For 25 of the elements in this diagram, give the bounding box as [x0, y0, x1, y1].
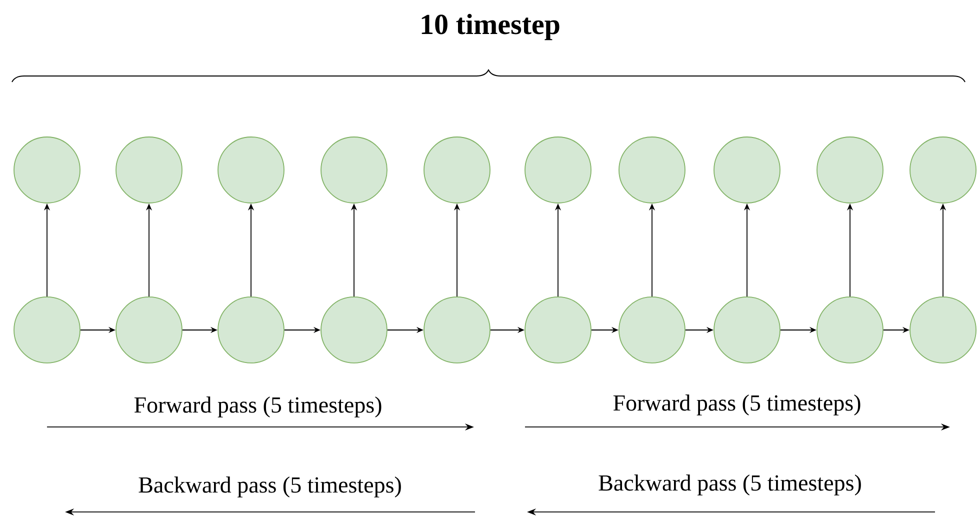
- circle-node: [524, 136, 592, 204]
- circle-node: [618, 136, 686, 204]
- circle-node: [320, 296, 388, 364]
- circle-node: [116, 136, 182, 204]
- circle-node: [816, 296, 884, 364]
- circle-node: [714, 136, 780, 204]
- title: 10 timestep: [422, 14, 560, 40]
- circle-node: [320, 136, 388, 204]
- circle-node: [424, 136, 490, 204]
- circle-node: [524, 296, 592, 364]
- pass-label: Forward pass (5 timesteps): [134, 396, 382, 418]
- circle-node: [116, 296, 182, 364]
- circle-node: [14, 136, 80, 204]
- circle-node: [218, 136, 284, 204]
- pass-label: Backward pass (5 timesteps): [598, 474, 861, 496]
- circle-node: [618, 296, 686, 364]
- circle-node: [816, 136, 884, 204]
- circle-node: [910, 296, 976, 364]
- circle-node: [424, 296, 490, 364]
- circle-node: [218, 296, 284, 364]
- circle-node: [910, 136, 976, 204]
- pass-label: Backward pass (5 timesteps): [138, 476, 401, 498]
- circle-node: [14, 296, 80, 364]
- circle-node: [714, 296, 780, 364]
- pass-label: Forward pass (5 timesteps): [613, 394, 860, 416]
